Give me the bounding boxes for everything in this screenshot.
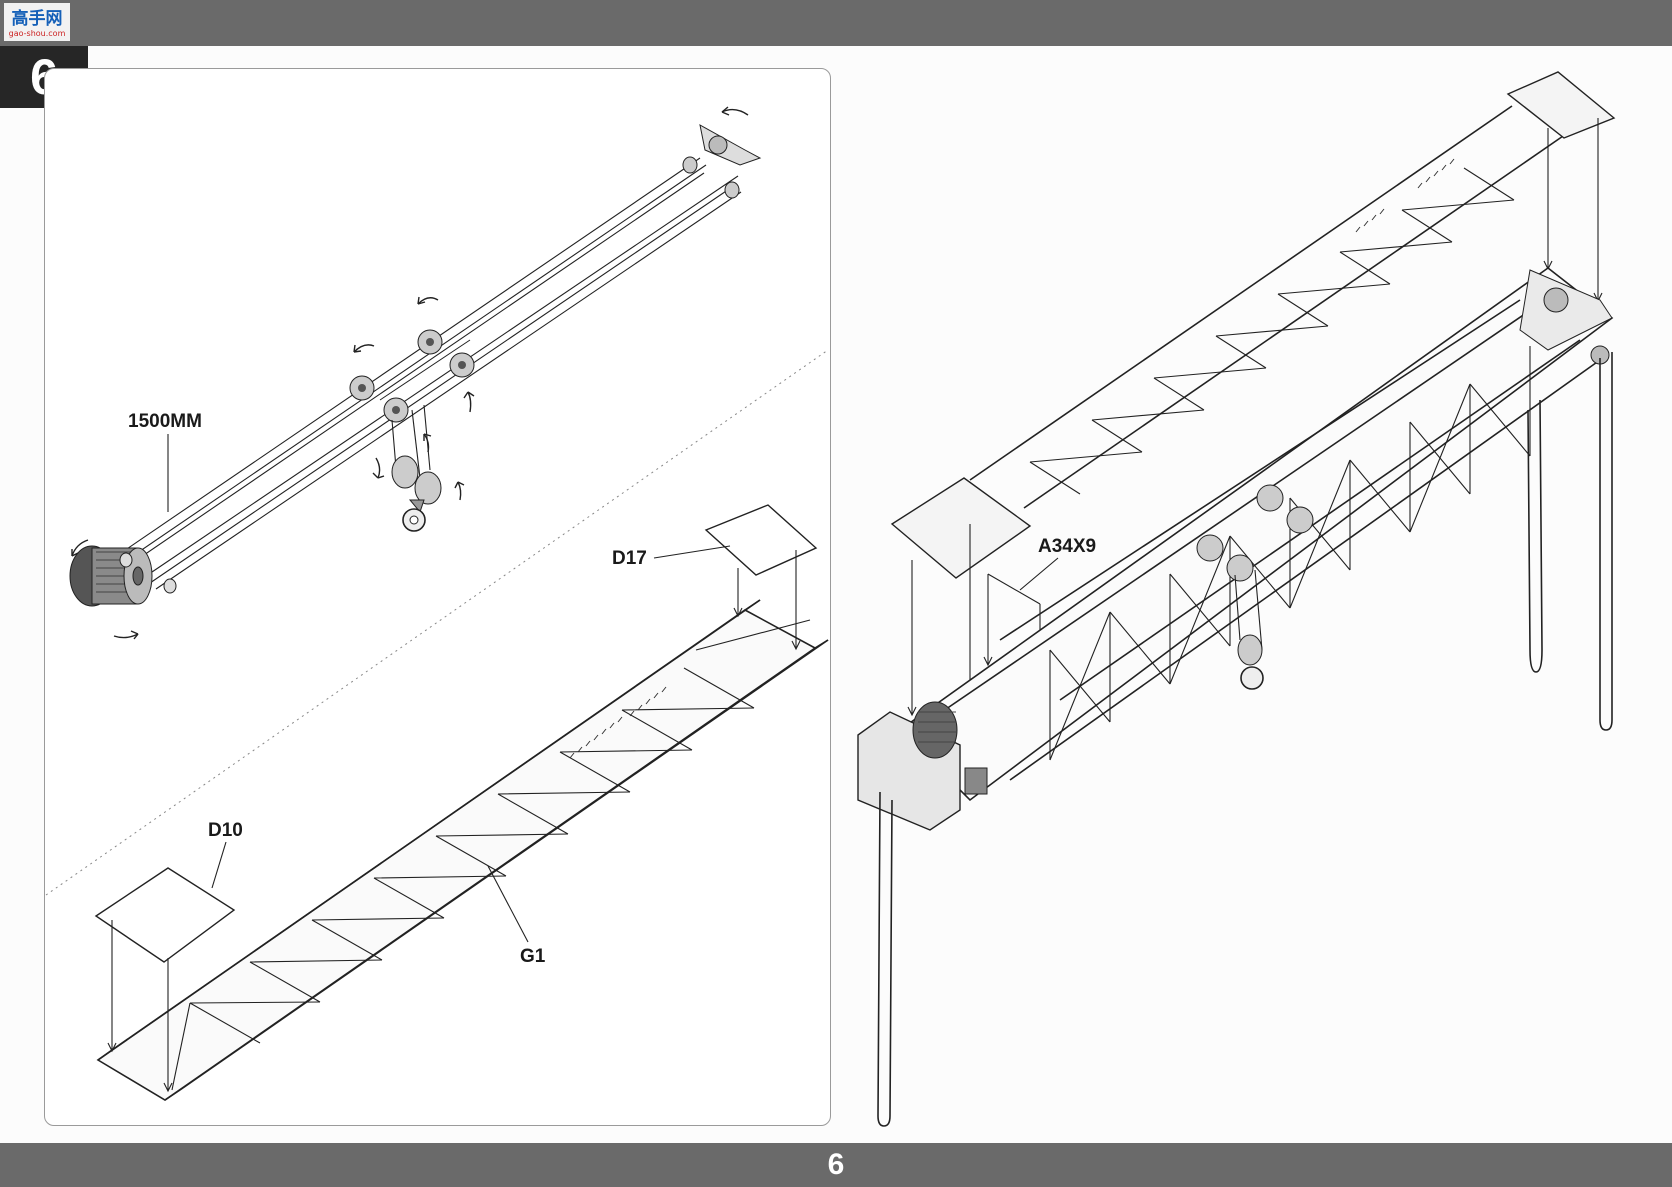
upper-truss	[969, 105, 1567, 509]
logo-text: 高手网	[12, 8, 63, 29]
pulley-small-2	[163, 578, 177, 594]
arrows-d17	[733, 550, 801, 651]
plate-d17	[704, 504, 818, 576]
arrows-d10	[107, 920, 173, 1093]
leader-a34	[1019, 557, 1059, 591]
plate-upper-left	[890, 477, 1032, 579]
hook-block	[391, 404, 442, 532]
leader-d10	[211, 841, 227, 889]
truss-g1-rack	[569, 686, 667, 759]
top-bar: 高手网 gao-shou.com	[0, 0, 1672, 46]
rope-rigging	[117, 157, 742, 590]
plate-upper-right	[1506, 71, 1616, 139]
label-g1: G1	[520, 946, 546, 967]
winch-housing	[857, 701, 988, 831]
winch-drum	[69, 545, 153, 607]
hanging-cables	[877, 352, 1613, 1127]
truss-g1-webbing	[171, 619, 811, 1091]
rotation-arrows	[71, 106, 749, 640]
label-d10: D10	[208, 820, 243, 841]
logo-subtext: gao-shou.com	[9, 29, 66, 38]
label-a34: A34X9	[1038, 536, 1096, 557]
pulley-small-1	[119, 552, 133, 568]
trolley-sheaves	[349, 329, 475, 423]
crane-bridge-lattice	[1049, 346, 1531, 761]
leader-d17	[653, 545, 731, 559]
truss-g1	[96, 599, 829, 1101]
plate-d10	[94, 867, 236, 963]
label-d17: D17	[612, 548, 647, 569]
end-sheave-housing	[1519, 269, 1613, 365]
upper-truss-webbing	[1029, 167, 1515, 495]
bottom-bar: 6	[0, 1143, 1672, 1187]
upper-truss-rack	[1355, 158, 1455, 233]
crane-trolley	[1196, 484, 1314, 690]
page-number: 6	[827, 1148, 845, 1181]
cable-length-label: 1500MM	[128, 411, 202, 432]
top-sheave	[682, 124, 762, 199]
site-logo: 高手网 gao-shou.com	[4, 3, 70, 41]
leader-g1	[487, 865, 529, 943]
